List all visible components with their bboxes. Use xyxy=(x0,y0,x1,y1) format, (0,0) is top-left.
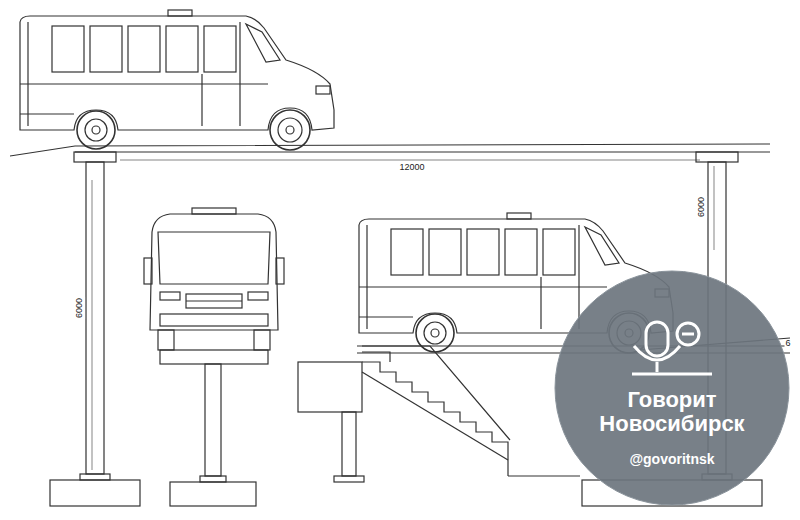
dimension-label: 6000 xyxy=(697,196,707,218)
dimension-label: 6000 xyxy=(75,297,85,319)
dimension-label: 12000 xyxy=(398,163,425,173)
watermark-handle: @govoritnsk xyxy=(577,452,767,467)
watermark-title: Говорит Новосибирск xyxy=(577,388,767,436)
microphone-icon xyxy=(632,322,712,374)
watermark-badge: Говорит Новосибирск @govoritnsk xyxy=(554,270,790,506)
dimension-label: 6 xyxy=(784,339,791,349)
